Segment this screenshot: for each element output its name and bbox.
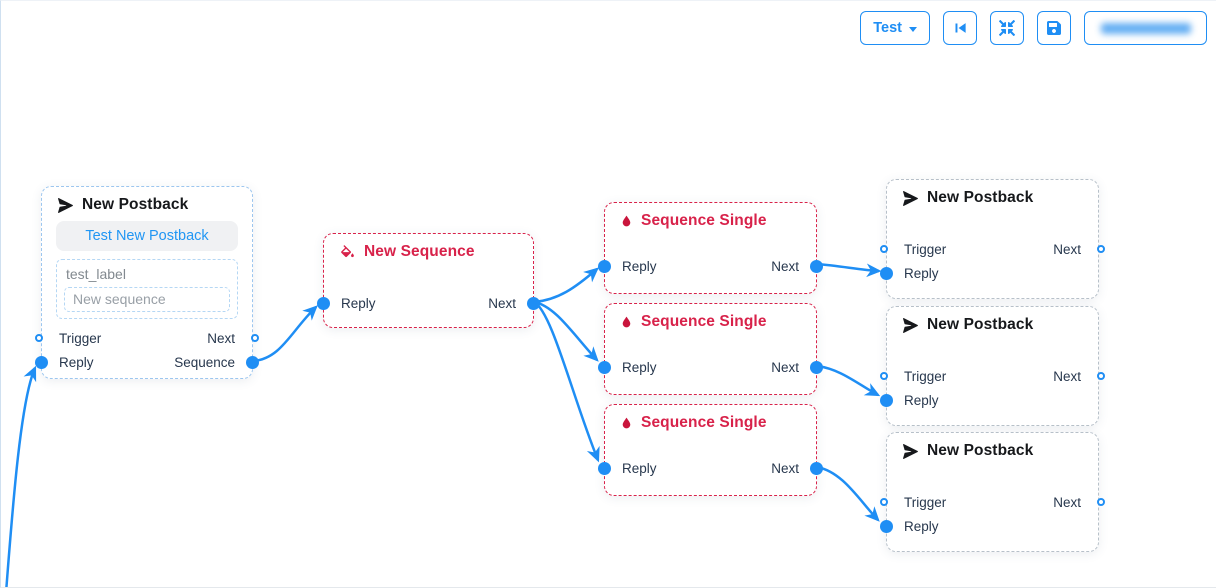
- port-next: Next: [771, 360, 823, 375]
- port-next: Next: [771, 461, 823, 476]
- port-next-handle[interactable]: [527, 296, 540, 310]
- port-reply: Reply: [598, 461, 657, 476]
- port-reply: Reply: [35, 355, 94, 370]
- toolbar: Test: [860, 11, 1207, 45]
- port-reply: Reply: [880, 393, 939, 408]
- node-title: New Postback: [927, 189, 1034, 206]
- port-reply-handle[interactable]: [317, 296, 330, 310]
- port-reply-handle[interactable]: [35, 355, 48, 369]
- send-icon: [902, 317, 919, 334]
- connection-newsequence-to-single3[interactable]: [533, 300, 600, 463]
- port-next: Next: [1053, 242, 1105, 257]
- postback-fields: test_label New sequence: [56, 259, 238, 319]
- node-title: New Postback: [927, 316, 1034, 333]
- node-new-postback-2[interactable]: New Postback Trigger Next Reply: [880, 306, 1105, 426]
- sequence-field[interactable]: New sequence: [64, 287, 230, 312]
- skip-to-start-button[interactable]: [943, 11, 977, 45]
- port-sequence-handle[interactable]: [246, 355, 259, 369]
- node-header: Sequence Single: [605, 405, 816, 432]
- send-icon: [902, 443, 919, 460]
- port-reply: Reply: [598, 259, 657, 274]
- node-header: New Sequence: [324, 234, 533, 261]
- port-next-handle[interactable]: [810, 461, 823, 475]
- test-new-postback-button[interactable]: Test New Postback: [56, 221, 238, 251]
- port-next-handle[interactable]: [1097, 372, 1105, 380]
- port-next-handle[interactable]: [1097, 245, 1105, 253]
- port-trigger-handle[interactable]: [35, 334, 43, 342]
- port-next-handle[interactable]: [1097, 498, 1105, 506]
- node-title: New Sequence: [364, 243, 475, 260]
- droplet-icon: [620, 213, 633, 229]
- node-sequence-single-2[interactable]: Sequence Single Reply Next: [598, 303, 823, 395]
- node-title: New Postback: [927, 442, 1034, 459]
- port-next-handle[interactable]: [810, 259, 823, 273]
- node-header: Sequence Single: [605, 203, 816, 230]
- node-title: Sequence Single: [641, 313, 767, 330]
- connection-newsequence-to-single1[interactable]: [533, 267, 599, 304]
- test-dropdown-button[interactable]: Test: [860, 11, 930, 45]
- port-reply-handle[interactable]: [598, 360, 611, 374]
- node-title: Sequence Single: [641, 414, 767, 431]
- send-icon: [902, 190, 919, 207]
- connection-offscreen-to-main-reply[interactable]: [5, 365, 37, 588]
- save-icon: [1046, 20, 1062, 36]
- node-title: Sequence Single: [641, 212, 767, 229]
- node-header: New Postback: [42, 187, 252, 214]
- port-reply-handle[interactable]: [598, 461, 611, 475]
- skip-to-start-icon: [951, 19, 969, 37]
- node-sequence-single-1[interactable]: Sequence Single Reply Next: [598, 202, 823, 294]
- node-title: New Postback: [82, 196, 189, 213]
- node-new-postback-3[interactable]: New Postback Trigger Next Reply: [880, 432, 1105, 552]
- port-next-handle[interactable]: [810, 360, 823, 374]
- droplet-icon: [620, 314, 633, 330]
- label-field[interactable]: test_label: [66, 266, 126, 282]
- port-trigger-handle[interactable]: [880, 498, 888, 506]
- port-next: Next: [207, 331, 259, 346]
- port-next: Next: [1053, 495, 1105, 510]
- port-next: Next: [771, 259, 823, 274]
- test-dropdown-label: Test: [873, 20, 902, 36]
- port-trigger-handle[interactable]: [880, 372, 888, 380]
- port-sequence: Sequence: [174, 355, 259, 370]
- port-reply-handle[interactable]: [598, 259, 611, 273]
- node-header: New Postback: [887, 180, 1098, 207]
- fit-view-button[interactable]: [990, 11, 1024, 45]
- compress-arrows-icon: [999, 20, 1015, 36]
- paint-bucket-icon: [339, 244, 356, 260]
- port-trigger-handle[interactable]: [880, 245, 888, 253]
- port-next-handle[interactable]: [251, 334, 259, 342]
- connection-newsequence-to-single2[interactable]: [533, 300, 599, 362]
- node-header: Sequence Single: [605, 304, 816, 331]
- port-reply-handle[interactable]: [880, 393, 893, 407]
- node-sequence-single-3[interactable]: Sequence Single Reply Next: [598, 404, 823, 496]
- connection-single3-to-postback3[interactable]: [816, 465, 880, 522]
- send-icon: [57, 197, 74, 214]
- port-reply: Reply: [317, 296, 376, 311]
- connection-single2-to-postback2[interactable]: [816, 364, 881, 397]
- port-reply: Reply: [880, 519, 939, 534]
- node-new-postback-main[interactable]: New Postback Test New Postback test_labe…: [35, 186, 259, 379]
- save-button[interactable]: [1037, 11, 1071, 45]
- port-reply-handle[interactable]: [880, 519, 893, 533]
- port-reply-handle[interactable]: [880, 266, 893, 280]
- port-trigger: Trigger: [880, 242, 946, 257]
- node-header: New Postback: [887, 433, 1098, 460]
- port-trigger: Trigger: [35, 331, 101, 346]
- port-trigger: Trigger: [880, 369, 946, 384]
- node-new-postback-1[interactable]: New Postback Trigger Next Reply: [880, 179, 1105, 299]
- redacted-action-button[interactable]: [1084, 11, 1207, 45]
- port-reply: Reply: [598, 360, 657, 375]
- port-next: Next: [488, 296, 540, 311]
- droplet-icon: [620, 415, 633, 431]
- node-new-sequence[interactable]: New Sequence Reply Next: [317, 233, 540, 328]
- caret-down-icon: [909, 26, 917, 32]
- port-reply: Reply: [880, 266, 939, 281]
- connection-sequence-to-newsequence-reply[interactable]: [252, 305, 318, 363]
- node-header: New Postback: [887, 307, 1098, 334]
- blurred-label: [1100, 22, 1191, 34]
- port-next: Next: [1053, 369, 1105, 384]
- port-trigger: Trigger: [880, 495, 946, 510]
- connection-single1-to-postback1[interactable]: [816, 262, 882, 278]
